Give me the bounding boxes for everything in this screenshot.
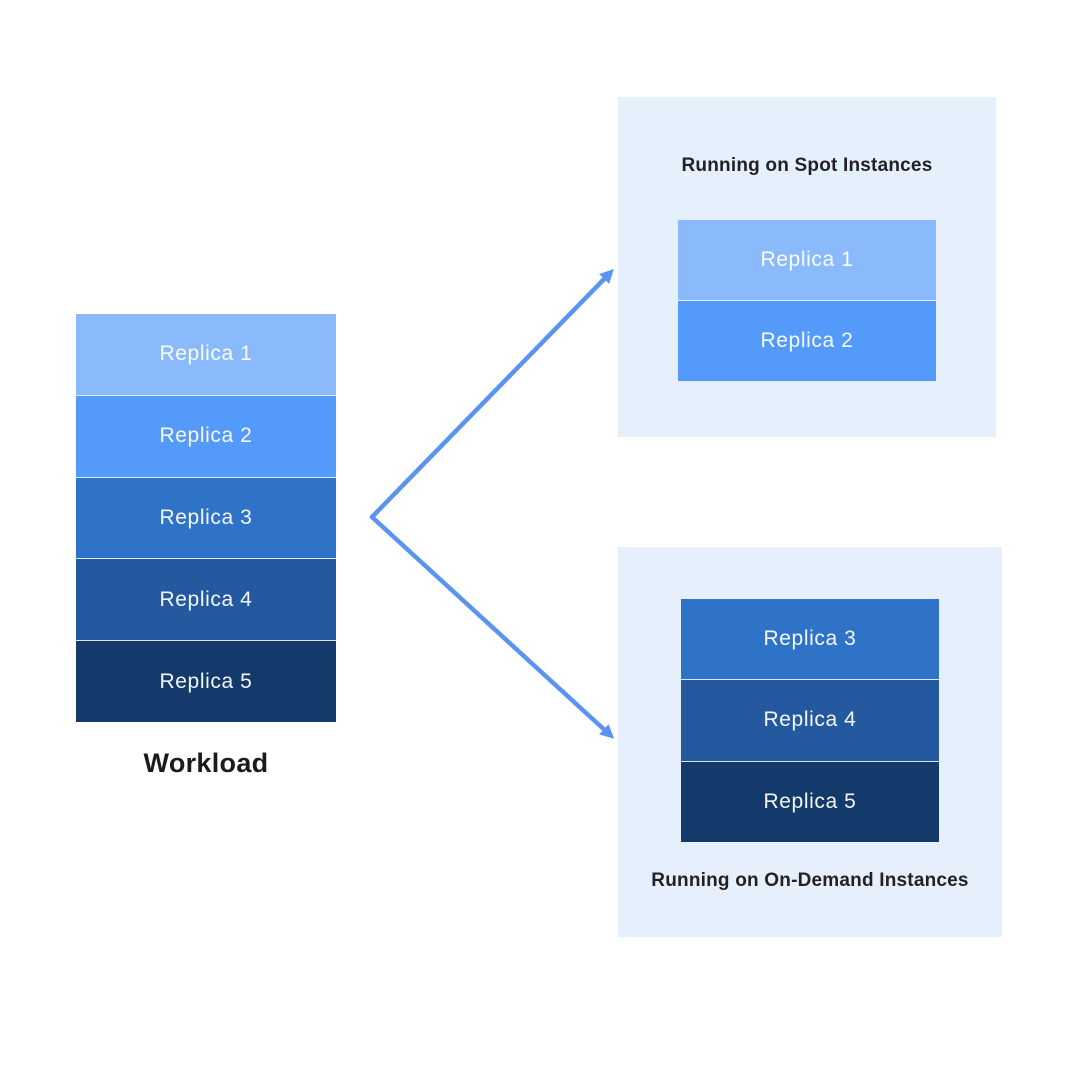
workload-replica-4-label: Replica 4	[159, 587, 253, 611]
arrow-to-ondemand-panel	[369, 514, 615, 739]
ondemand-panel: Replica 3 Replica 4 Replica 5 Running on…	[618, 547, 1002, 937]
ondemand-replica-4-label: Replica 4	[763, 708, 857, 732]
workload-replica-1-label: Replica 1	[159, 342, 253, 366]
spot-replica-2-block: Replica 2	[678, 300, 936, 381]
workload-replica-2-block: Replica 2	[76, 394, 336, 477]
workload-replica-2-label: Replica 2	[159, 424, 253, 448]
ondemand-replica-3-label: Replica 3	[763, 627, 857, 651]
spot-panel-title: Running on Spot Instances	[681, 155, 933, 176]
workload-replica-5-block: Replica 5	[76, 640, 336, 722]
ondemand-replica-5-block: Replica 5	[681, 760, 939, 842]
workload-replica-3-label: Replica 3	[159, 505, 253, 529]
workload-title: Workload	[143, 748, 269, 778]
spot-replica-stack: Replica 1 Replica 2	[678, 220, 936, 381]
spot-replica-1-block: Replica 1	[678, 220, 936, 300]
spot-panel: Running on Spot Instances Replica 1 Repl…	[618, 97, 996, 437]
ondemand-replica-4-block: Replica 4	[681, 679, 939, 761]
spot-replica-2-label: Replica 2	[760, 329, 854, 352]
ondemand-replica-5-label: Replica 5	[763, 789, 857, 813]
ondemand-panel-title: Running on On-Demand Instances	[651, 870, 969, 891]
ondemand-replica-stack: Replica 3 Replica 4 Replica 5	[681, 599, 939, 842]
arrow-to-spot-panel	[369, 268, 614, 520]
workload-replica-5-label: Replica 5	[159, 669, 253, 693]
workload-stack: Replica 1 Replica 2 Replica 3 Replica 4 …	[76, 314, 336, 722]
workload-replica-3-block: Replica 3	[76, 476, 336, 559]
workload-replica-4-block: Replica 4	[76, 558, 336, 641]
ondemand-replica-3-block: Replica 3	[681, 599, 939, 680]
workload-replica-1-block: Replica 1	[76, 314, 336, 395]
spot-replica-1-label: Replica 1	[760, 248, 854, 271]
